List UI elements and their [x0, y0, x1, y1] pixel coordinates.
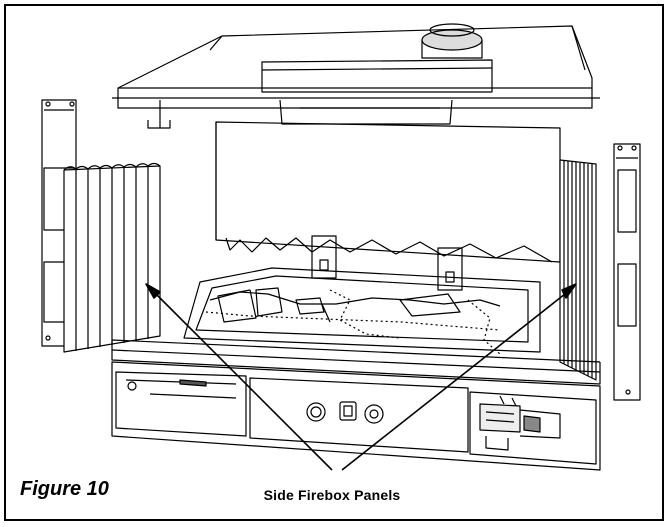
grate-brackets — [311, 235, 463, 291]
callout-arrows — [145, 283, 577, 471]
top-housing — [112, 25, 600, 109]
top-vent-duct — [147, 59, 493, 129]
burner-grate — [183, 267, 541, 355]
right-side-flange — [613, 143, 641, 401]
control-compartment — [111, 361, 601, 471]
front-ledge — [111, 339, 601, 385]
right-side-firebox-panel — [559, 159, 597, 381]
callout-label: Side Firebox Panels — [263, 487, 401, 503]
left-side-firebox-panel — [63, 162, 161, 353]
valve-assembly — [479, 395, 561, 451]
firebox-back-wall — [215, 121, 561, 263]
figure-title: Figure 10 — [20, 478, 109, 500]
control-knobs — [306, 401, 384, 424]
